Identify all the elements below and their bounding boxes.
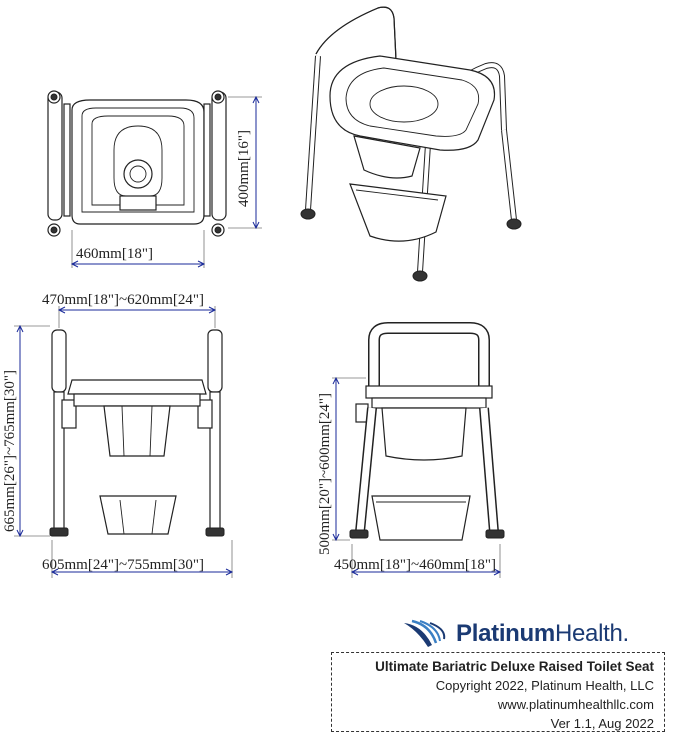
front-view: [49, 329, 225, 537]
title-block: Ultimate Bariatric Deluxe Raised Toilet …: [331, 652, 665, 732]
front-view-dimensions: 470mm[18"]~620mm[24"] 665mm[26"]~765mm[3…: [2, 292, 234, 578]
platinum-health-logo: PlatinumHealth.: [402, 617, 629, 651]
front-height-label: 665mm[26"]~765mm[30"]: [2, 370, 18, 532]
side-bottom-width-label: 450mm[18"]~460mm[18"]: [334, 557, 496, 573]
product-title: Ultimate Bariatric Deluxe Raised Toilet …: [375, 659, 654, 674]
top-view: [47, 90, 227, 237]
version-text: Ver 1.1, Aug 2022: [550, 716, 654, 731]
front-bottom-width-label: 605mm[24"]~755mm[30"]: [42, 557, 204, 573]
website-text: www.platinumhealthllc.com: [497, 697, 654, 712]
side-view-dimensions: 500mm[20"]~600mm[24"] 450mm[18"]~460mm[1…: [317, 376, 502, 578]
isometric-view: [300, 6, 522, 282]
copyright-text: Copyright 2022, Platinum Health, LLC: [435, 678, 654, 693]
side-height-label: 500mm[20"]~600mm[24"]: [317, 393, 333, 555]
front-top-width-label: 470mm[18"]~620mm[24"]: [42, 292, 204, 308]
wing-logo-icon: [404, 619, 446, 647]
top-view-dimensions: 400mm[16"] 460mm[18"]: [70, 95, 262, 268]
top-height-label: 400mm[16"]: [236, 130, 252, 207]
brand-name: PlatinumHealth.: [456, 620, 629, 647]
side-view: [349, 322, 505, 541]
top-width-label: 460mm[18"]: [76, 246, 153, 262]
